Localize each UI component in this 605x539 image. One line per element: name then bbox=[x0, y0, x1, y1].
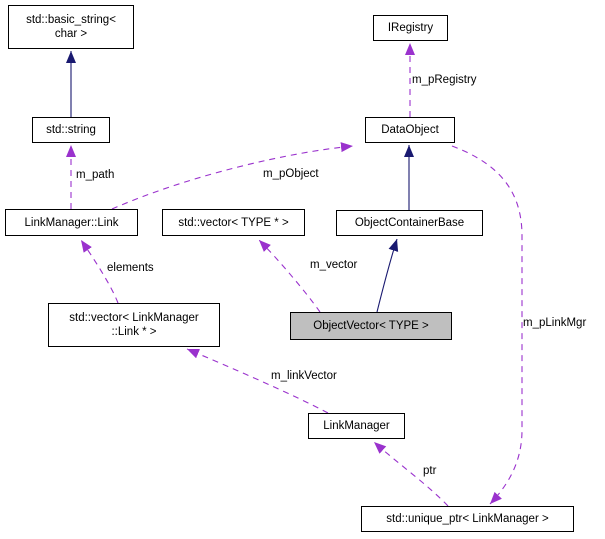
node-label: std::vector< TYPE * > bbox=[178, 216, 289, 229]
edge-usage-m-pobject bbox=[111, 142, 354, 210]
node-label: IRegistry bbox=[387, 22, 434, 34]
node-label: LinkManager::Link bbox=[24, 216, 119, 229]
edge-label-m-pregistry: m_pRegistry bbox=[412, 74, 477, 86]
node-label: DataObject bbox=[381, 124, 439, 136]
edge-label-elements: elements bbox=[107, 262, 154, 274]
node-dataobject[interactable]: DataObject bbox=[365, 117, 455, 143]
node-std-string[interactable]: std::string bbox=[32, 117, 110, 143]
edge-label-m-path: m_path bbox=[76, 169, 115, 181]
edge-usage-ptr bbox=[373, 441, 449, 507]
edge-inherit-objectvector-ocb bbox=[376, 238, 399, 313]
node-label: std::vector< LinkManager bbox=[69, 312, 199, 324]
node-label: ObjectVector< TYPE > bbox=[313, 320, 429, 332]
node-label: std::basic_string< bbox=[26, 14, 116, 26]
node-std-basic-string[interactable]: std::basic_string< char > bbox=[8, 5, 134, 49]
node-std-vector-type[interactable]: std::vector< TYPE * > bbox=[162, 209, 305, 236]
node-iregistry[interactable]: IRegistry bbox=[373, 15, 448, 41]
edge-usage-m-linkvector bbox=[186, 348, 329, 414]
edge-usage-elements bbox=[80, 239, 119, 304]
edge-label-ptr: ptr bbox=[423, 465, 437, 477]
edge-usage-m-plinkmgr bbox=[451, 145, 523, 505]
edge-label-m-linkvector: m_linkVector bbox=[271, 370, 337, 382]
node-label: ::Link * > bbox=[111, 326, 157, 338]
node-linkmanager[interactable]: LinkManager bbox=[308, 413, 405, 439]
node-label: ObjectContainerBase bbox=[354, 217, 465, 229]
node-objectcontainerbase[interactable]: ObjectContainerBase bbox=[336, 210, 483, 236]
node-label: std::string bbox=[46, 124, 96, 136]
node-linkmanager-link[interactable]: LinkManager::Link bbox=[5, 209, 138, 236]
node-label: LinkManager bbox=[323, 420, 390, 432]
edge-label-m-pobject: m_pObject bbox=[263, 168, 319, 180]
edge-label-m-plinkmgr: m_pLinkMgr bbox=[523, 317, 587, 329]
edge-label-m-vector: m_vector bbox=[310, 259, 358, 271]
node-std-unique-ptr[interactable]: std::unique_ptr< LinkManager > bbox=[361, 506, 574, 532]
node-std-vector-linkmanager-link[interactable]: std::vector< LinkManager ::Link * > bbox=[48, 303, 220, 347]
node-label: std::unique_ptr< LinkManager > bbox=[386, 513, 549, 525]
node-objectvector[interactable]: ObjectVector< TYPE > bbox=[290, 312, 452, 340]
edge-usage-m-vector bbox=[258, 239, 321, 313]
node-label: char > bbox=[54, 28, 88, 40]
